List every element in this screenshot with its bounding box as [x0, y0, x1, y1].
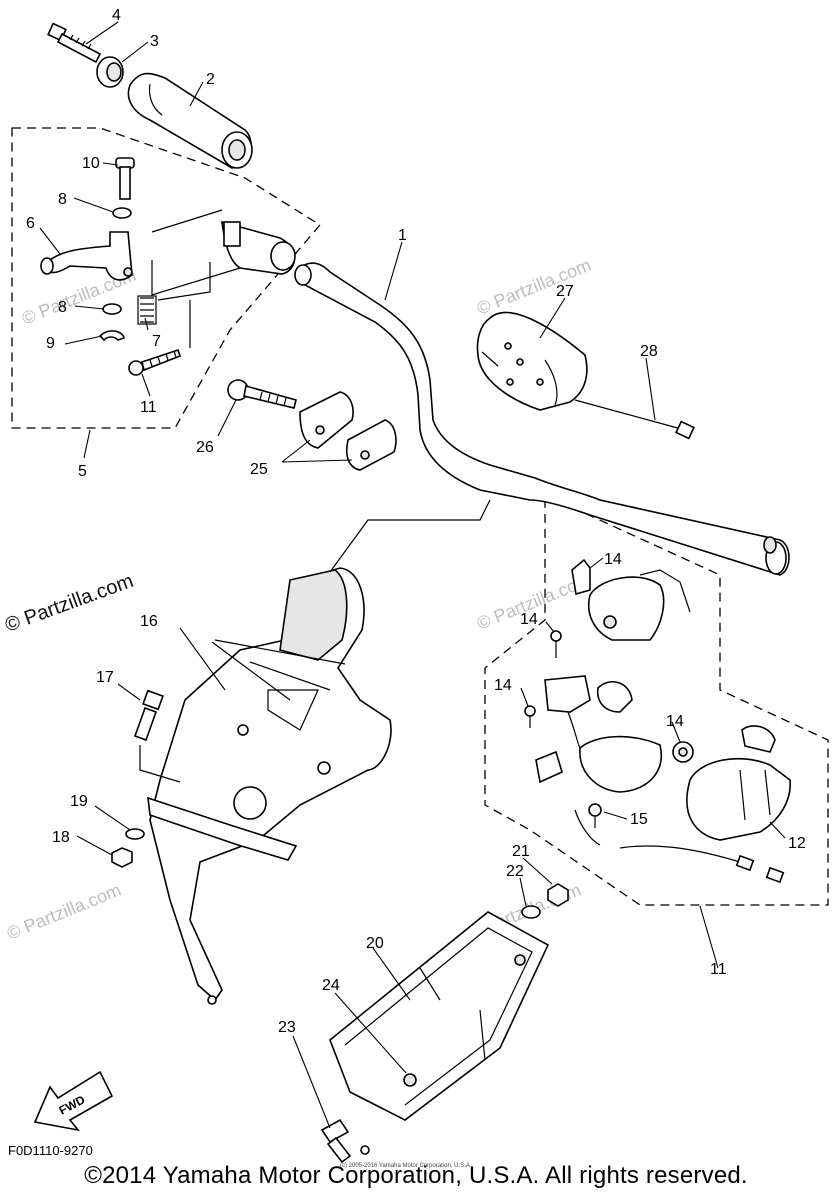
washer-part-3[interactable] — [96, 56, 124, 88]
callout-label: 28 — [640, 343, 658, 360]
washer-part-15[interactable] — [672, 741, 694, 763]
callout-label: 6 — [26, 215, 35, 232]
bolt-part-19[interactable] — [133, 689, 164, 742]
callout-label: 21 — [512, 843, 530, 860]
callout-label: 26 — [196, 439, 214, 456]
fwd-arrow-icon: FWD — [33, 1070, 114, 1132]
assembly-12-boundary — [484, 493, 829, 906]
callout-label: 16 — [140, 613, 158, 630]
callout-label: 7 — [152, 333, 161, 350]
callout-label: 23 — [278, 1019, 296, 1036]
callout-label: 15 — [630, 811, 648, 828]
callout-label: 20 — [366, 935, 384, 952]
callout-label: 14 — [666, 713, 684, 730]
bolt-part-4[interactable] — [47, 22, 102, 64]
callout-label: 11 — [710, 961, 727, 978]
callout-label: 4 — [112, 7, 121, 24]
callout-labels-main: 14 14 15 12 11 20 24 23 22 21 — [278, 677, 806, 1036]
callout-label: 18 — [52, 829, 70, 846]
screw-part-14-lower[interactable] — [524, 705, 536, 728]
callout-label: 11 — [140, 399, 157, 416]
watermark-text: © Partzilla.com — [4, 880, 124, 944]
watermark-text: © Partzilla.com — [474, 255, 594, 319]
screw-part-14-upper[interactable] — [550, 630, 562, 658]
washer-part-24[interactable] — [521, 905, 541, 919]
callout-label: 19 — [70, 793, 88, 810]
switch-housing-upper[interactable] — [588, 569, 691, 641]
guide-line-18 — [329, 499, 491, 573]
spring-part-16[interactable] — [571, 558, 591, 596]
callout-label: 24 — [322, 977, 340, 994]
steering-column-part-18[interactable] — [147, 567, 392, 1005]
box-part-22[interactable] — [329, 911, 550, 1121]
handlebar-holder-part-27[interactable] — [299, 391, 397, 471]
callout-label: 9 — [46, 335, 55, 352]
callout-label: 17 — [96, 669, 114, 686]
pin-part-10[interactable] — [115, 157, 135, 200]
callout-label: 14 — [604, 551, 622, 568]
small-copyright: (c) 2005-2016 Yamaha Motor Corporation, … — [340, 1163, 472, 1169]
callout-label: 25 — [250, 461, 268, 478]
assembly-5-boundary — [11, 127, 321, 429]
washer-part-21[interactable] — [125, 828, 145, 840]
copyright-text: ©2014 Yamaha Motor Corporation, U.S.A. A… — [84, 1162, 748, 1189]
washer-part-8-lower[interactable] — [102, 303, 122, 315]
nut-part-20[interactable] — [111, 847, 133, 868]
callout-label: 1 — [398, 227, 407, 244]
washer-part-8-upper[interactable] — [112, 207, 132, 219]
bolt-part-11[interactable] — [128, 348, 181, 376]
switch-cover-part-13[interactable] — [686, 725, 791, 841]
callout-label: 8 — [58, 191, 67, 208]
diagram-code: F0D1110-9270 — [8, 1143, 93, 1158]
lever-part-6[interactable] — [40, 231, 133, 281]
bolt-part-25[interactable] — [320, 1118, 370, 1164]
callout-label: 27 — [556, 283, 574, 300]
callout-label: 14 — [494, 677, 512, 694]
grip-part-2[interactable] — [127, 72, 253, 169]
callout-label: 22 — [506, 863, 524, 880]
lever-holder-bracket[interactable] — [221, 220, 296, 275]
leader-lines — [39, 21, 786, 1129]
callout-label: 14 — [520, 611, 538, 628]
callout-label: 8 — [58, 299, 67, 316]
callout-label: 5 — [78, 463, 87, 480]
callout-labels: 4 3 2 10 8 6 8 9 7 11 5 1 27 28 26 25 16… — [26, 7, 658, 846]
spring-part-7[interactable] — [137, 295, 157, 325]
guide-lines-5 — [151, 209, 241, 348]
callout-label: 10 — [82, 155, 100, 172]
switch-body[interactable] — [535, 675, 662, 793]
nut-part-23[interactable] — [547, 883, 569, 907]
callout-label: 3 — [150, 33, 159, 50]
handlebar-part-1[interactable] — [294, 262, 790, 576]
clip-part-9[interactable] — [98, 330, 125, 342]
guide-line-19 — [139, 745, 181, 783]
pad-part-29[interactable] — [476, 311, 588, 411]
callout-label: 12 — [788, 835, 806, 852]
bolt-part-28[interactable] — [227, 379, 297, 409]
wire-part-30[interactable] — [574, 399, 695, 440]
watermark-text-prominent: © Partzilla.com — [2, 570, 136, 637]
switch-wires — [574, 809, 785, 884]
callout-label: 2 — [206, 71, 215, 88]
screw-part-17[interactable] — [588, 803, 602, 828]
